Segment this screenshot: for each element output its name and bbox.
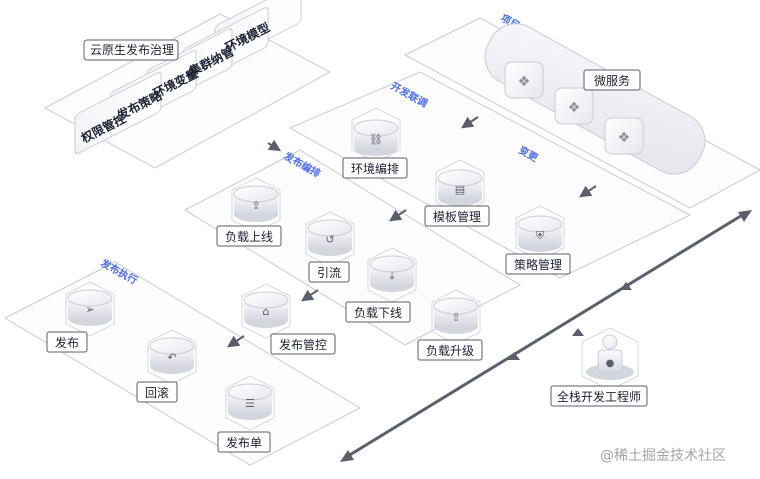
node-label-release-order: 发布单 (217, 431, 271, 453)
cube-icon: ❖ (518, 74, 531, 90)
flow-arrows (227, 116, 597, 348)
governance-title-box: 云原生发布治理 (83, 39, 179, 61)
node-label-load-upgrade: 负载升级 (417, 339, 483, 361)
microservice-block[interactable]: ❖ (554, 87, 594, 125)
label-text: 发布管控 (279, 337, 327, 352)
node-release[interactable]: ➢ (65, 281, 115, 337)
label-text: 全栈开发工程师 (557, 389, 641, 404)
node-release-order[interactable]: ☰ (225, 375, 275, 431)
node-release-control[interactable]: ⌂ (241, 283, 291, 339)
label-text: 回滚 (145, 385, 169, 400)
label-text: 模板管理 (433, 209, 481, 224)
node-label-release-control: 发布管控 (270, 333, 336, 355)
node-label-microservice: 微服务 (583, 69, 641, 91)
upgrade-icon: ⇧ (451, 311, 460, 324)
node-label-traffic: 引流 (308, 261, 350, 283)
node-template-management[interactable]: ▤ (435, 159, 485, 215)
label-text: 发布 (55, 335, 79, 350)
shield-icon: ⛨ (536, 229, 545, 242)
node-label-env-orchestration: 环境编排 (342, 157, 408, 179)
node-label-rollback: 回滚 (136, 381, 178, 403)
node-label-release: 发布 (46, 331, 88, 353)
label-text: 策略管理 (514, 257, 562, 272)
main-flow-arrow (340, 210, 752, 462)
list-icon: ☰ (245, 397, 255, 410)
governance-title: 云原生发布治理 (90, 42, 174, 57)
person-icon: ● (606, 358, 615, 369)
rollback-icon: ↶ (167, 351, 176, 364)
download-icon: ⤓ (390, 269, 395, 282)
flow-arrow (227, 335, 245, 348)
node-label-fullstack-engineer: 全栈开发工程师 (550, 385, 648, 407)
node-load-offline[interactable]: ⤓ (367, 247, 417, 303)
flow-arrow (461, 116, 479, 129)
label-text: 发布单 (226, 435, 262, 450)
governance-group: 环境模型 集群纳管 环境变量 发布策略 权限管控 云原生发布治理 (74, 0, 302, 155)
label-text: 负载下线 (354, 306, 402, 320)
cube-icon: ❖ (568, 100, 581, 116)
cube-icon: ❖ (618, 130, 631, 146)
node-label-load-offline: 负载下线 (345, 301, 411, 323)
node-traffic[interactable]: ↺ (305, 211, 355, 267)
governance-card-permission[interactable] (74, 71, 162, 155)
node-load-online[interactable]: ⇪ (231, 177, 281, 233)
flow-arrow (389, 209, 407, 222)
watermark: @稀土掘金技术社区 (600, 448, 726, 464)
node-load-upgrade[interactable]: ⇧ (431, 289, 481, 345)
node-label-strategy-management: 策略管理 (505, 253, 571, 275)
node-fullstack-engineer[interactable]: ● (581, 327, 639, 391)
flow-arrow (301, 289, 319, 302)
control-icon: ⌂ (263, 305, 270, 318)
microservice-block[interactable]: ❖ (604, 117, 644, 155)
label-text: 负载上线 (225, 230, 273, 244)
flow-arrow (267, 139, 282, 152)
node-rollback[interactable]: ↶ (147, 329, 197, 385)
node-label-template-management: 模板管理 (424, 205, 490, 227)
flow-arrow (579, 185, 597, 198)
send-icon: ➢ (85, 303, 94, 316)
label-text: 负载升级 (426, 344, 474, 358)
template-icon: ▤ (455, 183, 465, 196)
microservice-block[interactable]: ❖ (504, 61, 544, 99)
network-icon: ⛓ (369, 133, 383, 146)
node-label-load-online: 负载上线 (216, 225, 282, 247)
flow-icon: ↺ (325, 233, 334, 246)
node-strategy-management[interactable]: ⛨ (515, 205, 565, 261)
label-text: 微服务 (594, 73, 630, 88)
upload-icon: ⇪ (251, 199, 260, 212)
label-text: 引流 (317, 266, 341, 280)
label-text: 环境编排 (351, 161, 399, 176)
